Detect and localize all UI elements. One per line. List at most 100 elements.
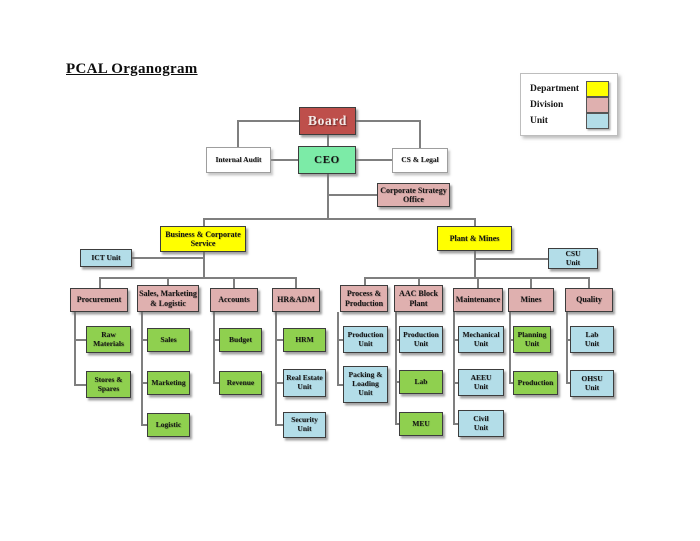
legend-color-swatch [586, 113, 609, 129]
connector-line [453, 339, 458, 341]
org-node-security-unit: Security Unit [283, 412, 326, 438]
connector-line [213, 339, 219, 341]
legend-row-division: Division [530, 97, 609, 113]
connector-line [419, 120, 421, 148]
connector-line [99, 277, 297, 279]
org-node-stores-spares: Stores & Spares [86, 371, 131, 398]
org-node-lab-unit: Lab Unit [570, 326, 614, 353]
org-node-packing-loading-unit: Packing & Loading Unit [343, 366, 388, 403]
connector-line [474, 258, 548, 260]
connector-line [213, 312, 215, 384]
page-title: PCAL Organogram [66, 61, 198, 77]
org-node-aeeu-unit: AEEU Unit [458, 369, 504, 396]
connector-line [337, 312, 339, 385]
connector-line [275, 339, 283, 341]
org-node-revenue: Revenue [219, 371, 262, 395]
org-node-process-production: Process & Production [340, 285, 388, 312]
connector-line [203, 252, 205, 278]
org-node-budget: Budget [219, 328, 262, 352]
connector-line [453, 423, 458, 425]
connector-line [99, 277, 101, 288]
org-node-planning-unit: Planning Unit [513, 326, 551, 353]
org-node-sales: Sales [147, 328, 190, 352]
org-node-real-estate-unit: Real Estate Unit [283, 369, 326, 397]
connector-line [364, 277, 366, 285]
org-node-ict-unit: ICT Unit [80, 249, 132, 267]
connector-line [237, 120, 299, 122]
org-node-ceo: CEO [298, 146, 356, 174]
legend-row-department: Department [530, 81, 609, 97]
connector-line [356, 120, 420, 122]
connector-line [295, 277, 297, 288]
connector-line [275, 424, 283, 426]
connector-line [237, 120, 239, 147]
org-node-sales-marketing-logistic: Sales, Marketing & Logistic [137, 285, 199, 312]
connector-line [588, 277, 590, 288]
org-node-plant-mines: Plant & Mines [437, 226, 512, 251]
connector-line [141, 424, 147, 426]
org-node-ohsu-unit: OHSU Unit [570, 370, 614, 397]
connector-line [453, 382, 458, 384]
connector-line [74, 384, 86, 386]
org-node-maintenance: Maintenance [453, 288, 503, 312]
org-node-hr-adm: HR&ADM [272, 288, 320, 312]
org-node-mechanical-unit: Mechanical Unit [458, 326, 504, 353]
org-node-civil-unit: Civil Unit [458, 410, 504, 437]
org-node-csu-unit: CSU Unit [548, 248, 598, 269]
connector-line [477, 277, 479, 288]
org-node-production-mines: Production [513, 371, 558, 395]
connector-line [453, 312, 455, 423]
connector-line [74, 312, 76, 385]
connector-line [418, 277, 420, 285]
org-node-aac-block-plant: AAC Block Plant [394, 285, 443, 312]
org-node-production-unit-aac: Production Unit [399, 326, 443, 353]
connector-line [167, 277, 169, 285]
org-node-business-corporate-service: Business & Corporate Service [160, 226, 246, 252]
org-node-logistic: Logistic [147, 413, 190, 437]
connector-line [337, 339, 343, 341]
connector-line [395, 339, 399, 341]
connector-line [566, 312, 568, 383]
org-node-cs-legal: CS & Legal [392, 148, 448, 173]
connector-line [509, 339, 513, 341]
connector-line [141, 339, 147, 341]
connector-line [395, 423, 399, 425]
connector-line [213, 382, 219, 384]
connector-line [203, 218, 205, 226]
connector-line [74, 339, 86, 341]
org-node-hrm: HRM [283, 328, 326, 352]
connector-line [566, 382, 570, 384]
org-node-accounts: Accounts [210, 288, 258, 312]
org-node-corporate-strategy-office: Corporate Strategy Office [377, 183, 450, 207]
org-node-board: Board [299, 107, 356, 135]
connector-line [141, 312, 143, 426]
connector-line [203, 218, 475, 220]
legend-label: Division [530, 100, 564, 110]
legend-label: Department [530, 84, 580, 94]
legend-color-swatch [586, 81, 609, 97]
connector-line [474, 251, 476, 278]
org-node-mines: Mines [508, 288, 554, 312]
connector-line [327, 174, 329, 218]
connector-line [271, 159, 298, 161]
org-node-procurement: Procurement [70, 288, 128, 312]
connector-line [233, 277, 235, 288]
connector-line [337, 384, 343, 386]
connector-line [132, 257, 203, 259]
connector-line [566, 339, 570, 341]
org-node-quality: Quality [565, 288, 613, 312]
connector-line [327, 194, 377, 196]
connector-line [356, 159, 392, 161]
connector-line [395, 312, 397, 424]
org-node-meu: MEU [399, 412, 443, 436]
org-node-lab: Lab [399, 370, 443, 394]
org-node-raw-materials: Raw Materials [86, 326, 131, 353]
connector-line [395, 381, 399, 383]
connector-line [530, 277, 532, 288]
legend-row-unit: Unit [530, 113, 609, 129]
connector-line [327, 135, 329, 146]
org-node-marketing: Marketing [147, 371, 190, 395]
org-node-production-unit-process: Production Unit [343, 326, 388, 353]
